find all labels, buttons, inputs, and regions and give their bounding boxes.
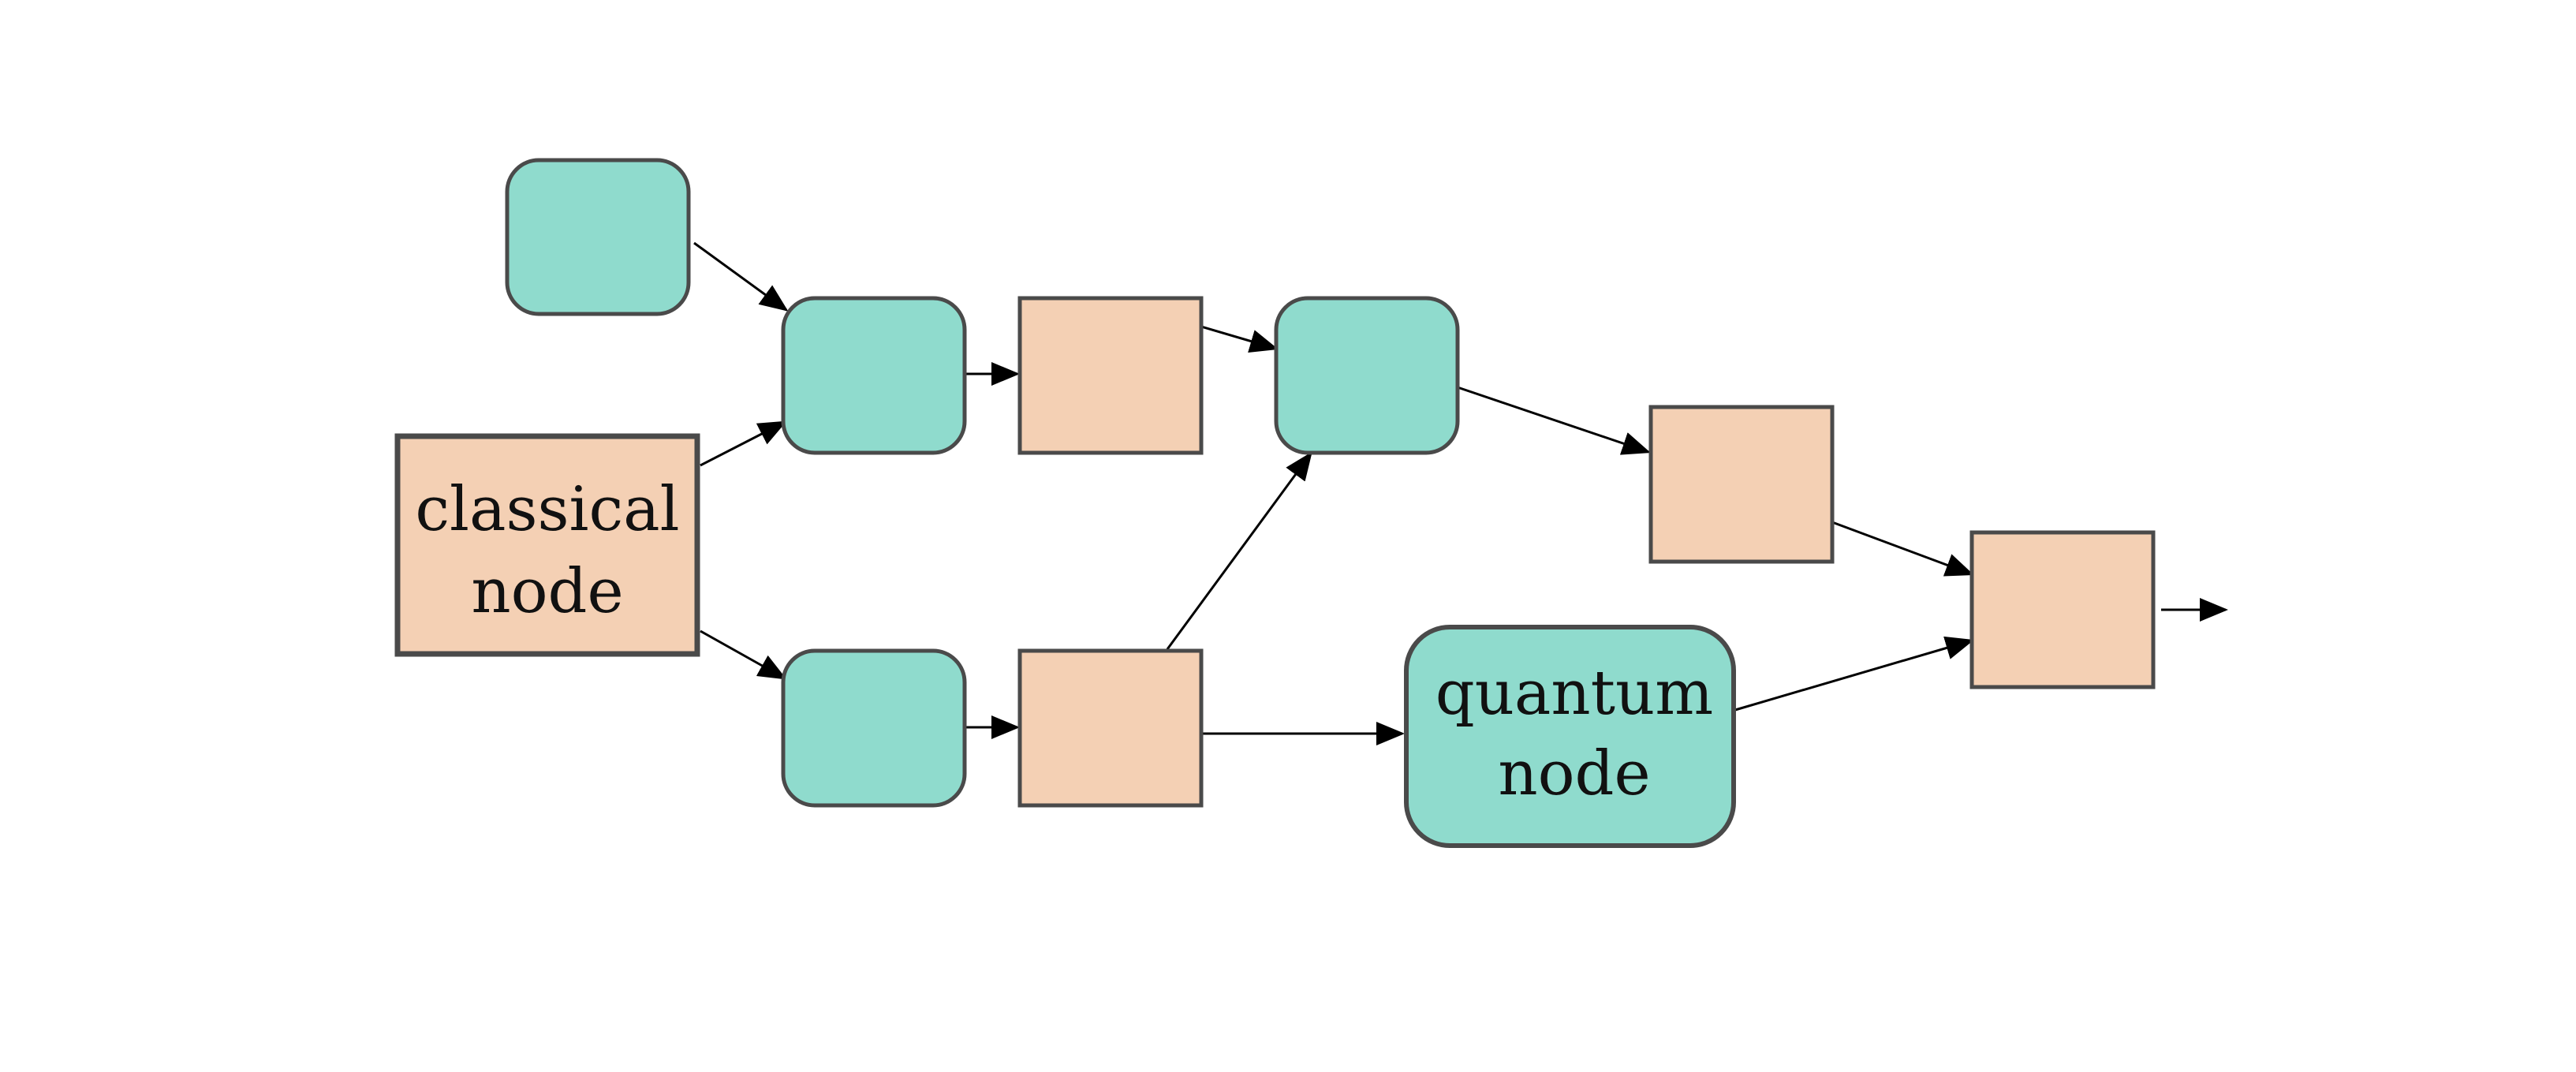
- classical-node-box: [394, 433, 700, 657]
- quantum-node-labeled: quantum node: [1404, 625, 1736, 848]
- quantum-node-upper-middle: [781, 296, 967, 455]
- edges: [693, 241, 2228, 745]
- edge-c1-to-q4: [1200, 325, 1279, 353]
- classical-node-label-line1: classical: [415, 474, 679, 545]
- edge-q1-to-q2: [693, 241, 789, 312]
- edge-classical-to-q3: [700, 629, 787, 680]
- edge-c2-to-q4: [1166, 451, 1312, 650]
- edge-q4-to-c3: [1457, 386, 1651, 455]
- edge-classical-to-q2: [700, 420, 787, 467]
- quantum-nodes: [505, 158, 1460, 808]
- classical-node-label-line2: node: [471, 556, 623, 627]
- quantum-node-label-line2: node: [1498, 738, 1650, 809]
- edge-quantum-node-to-c4: [1734, 636, 1974, 712]
- classical-node-right: [1648, 405, 1835, 564]
- classical-node-lower-middle: [1017, 648, 1204, 808]
- quantum-node-label-line1: quantum: [1435, 658, 1713, 729]
- quantum-node-upper-right: [1274, 296, 1460, 455]
- edge-c3-to-c4: [1831, 521, 1974, 577]
- quantum-node-top-left: [505, 158, 691, 316]
- classical-node-labeled: classical node: [394, 433, 700, 657]
- classical-node-far-right: [1969, 530, 2156, 689]
- classical-node-upper-middle: [1017, 296, 1204, 455]
- quantum-node-lower-middle: [781, 648, 967, 808]
- quantum-node-box: [1404, 625, 1736, 848]
- classical-nodes: [1017, 296, 2156, 808]
